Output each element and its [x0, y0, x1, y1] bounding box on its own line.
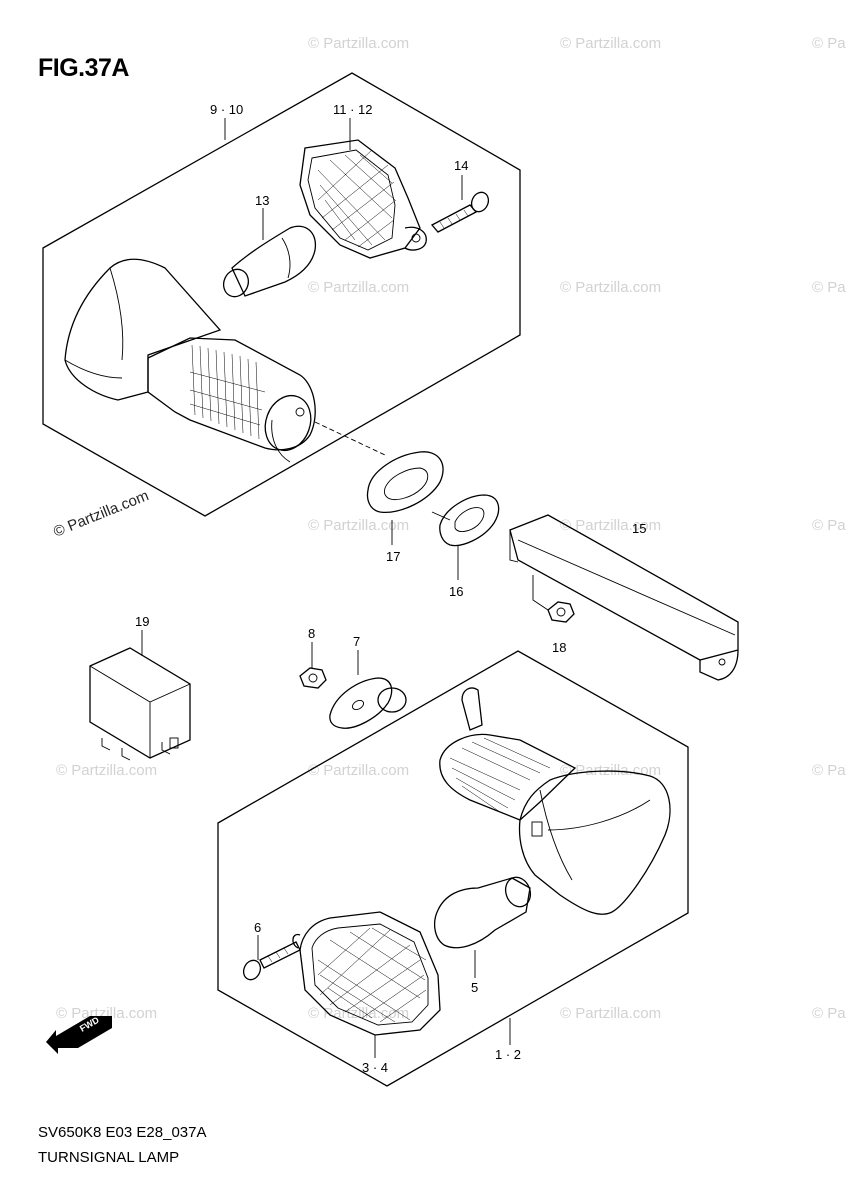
part-5-bulb[interactable] — [433, 874, 535, 949]
part-1-2-housing[interactable] — [439, 687, 671, 915]
figure-title: FIG.37A — [38, 54, 129, 82]
watermark: © Partzilla.com — [308, 762, 409, 779]
part-6-screw[interactable] — [241, 941, 301, 982]
part-14-screw[interactable] — [430, 190, 491, 233]
callout-19[interactable]: 19 — [135, 614, 149, 629]
callout-9-10[interactable]: 9 · 10 — [210, 102, 243, 117]
callout-7[interactable]: 7 — [353, 634, 360, 649]
upper-assembly-box — [42, 72, 521, 517]
part-7-washer[interactable] — [329, 677, 407, 729]
part-19-relay[interactable] — [89, 647, 191, 761]
part-13-bulb[interactable] — [219, 225, 317, 301]
callout-17[interactable]: 17 — [386, 549, 400, 564]
watermark: © Partzilla.com — [308, 35, 409, 52]
leader-lines — [141, 118, 511, 1058]
watermarks: © Partzilla.com © Partzilla.com © Partzi… — [56, 35, 846, 1022]
callout-8[interactable]: 8 — [308, 626, 315, 641]
part-9-10-housing[interactable] — [64, 258, 318, 463]
callout-11-12[interactable]: 11 · 12 — [333, 102, 373, 117]
watermark: © Partzilla.com — [560, 1005, 661, 1022]
watermark: © Partzilla.com — [308, 517, 409, 534]
part-18-nut[interactable] — [532, 575, 575, 623]
watermark: © Partzilla.com — [812, 517, 846, 534]
figure-caption: TURNSIGNAL LAMP — [38, 1149, 180, 1166]
watermark: © Partzilla.com — [812, 279, 846, 296]
part-3-4-lens[interactable] — [292, 911, 441, 1036]
drawing-code: SV650K8 E03 E28_037A — [38, 1124, 207, 1141]
callout-16[interactable]: 16 — [449, 584, 463, 599]
watermark-dark: © Partzilla.com — [51, 487, 151, 541]
callout-15[interactable]: 15 — [632, 521, 646, 536]
watermark: © Partzilla.com — [560, 517, 661, 534]
callout-18[interactable]: 18 — [552, 640, 566, 655]
part-17-grommet[interactable] — [366, 451, 444, 514]
callout-1-2[interactable]: 1 · 2 — [495, 1047, 521, 1062]
watermark: © Partzilla.com — [812, 35, 846, 52]
lower-assembly-box — [217, 650, 689, 1087]
callout-13[interactable]: 13 — [255, 193, 269, 208]
watermark: © Partzilla.com — [560, 279, 661, 296]
part-8-nut[interactable] — [299, 667, 327, 689]
watermark: © Partzilla.com — [308, 1005, 409, 1022]
callout-5[interactable]: 5 — [471, 980, 478, 995]
watermark: © Partzilla.com — [812, 762, 846, 779]
callout-14[interactable]: 14 — [454, 158, 468, 173]
watermark: © Partzilla.com — [56, 1005, 157, 1022]
part-11-12-lens[interactable] — [299, 139, 427, 259]
callout-6[interactable]: 6 — [254, 920, 261, 935]
watermark: © Partzilla.com — [56, 762, 157, 779]
watermark: © Partzilla.com — [560, 35, 661, 52]
callout-3-4[interactable]: 3 · 4 — [362, 1060, 388, 1075]
watermark: © Partzilla.com — [812, 1005, 846, 1022]
part-16-washer[interactable] — [431, 494, 500, 547]
watermark: © Partzilla.com — [308, 279, 409, 296]
part-15-bracket[interactable] — [509, 514, 739, 681]
